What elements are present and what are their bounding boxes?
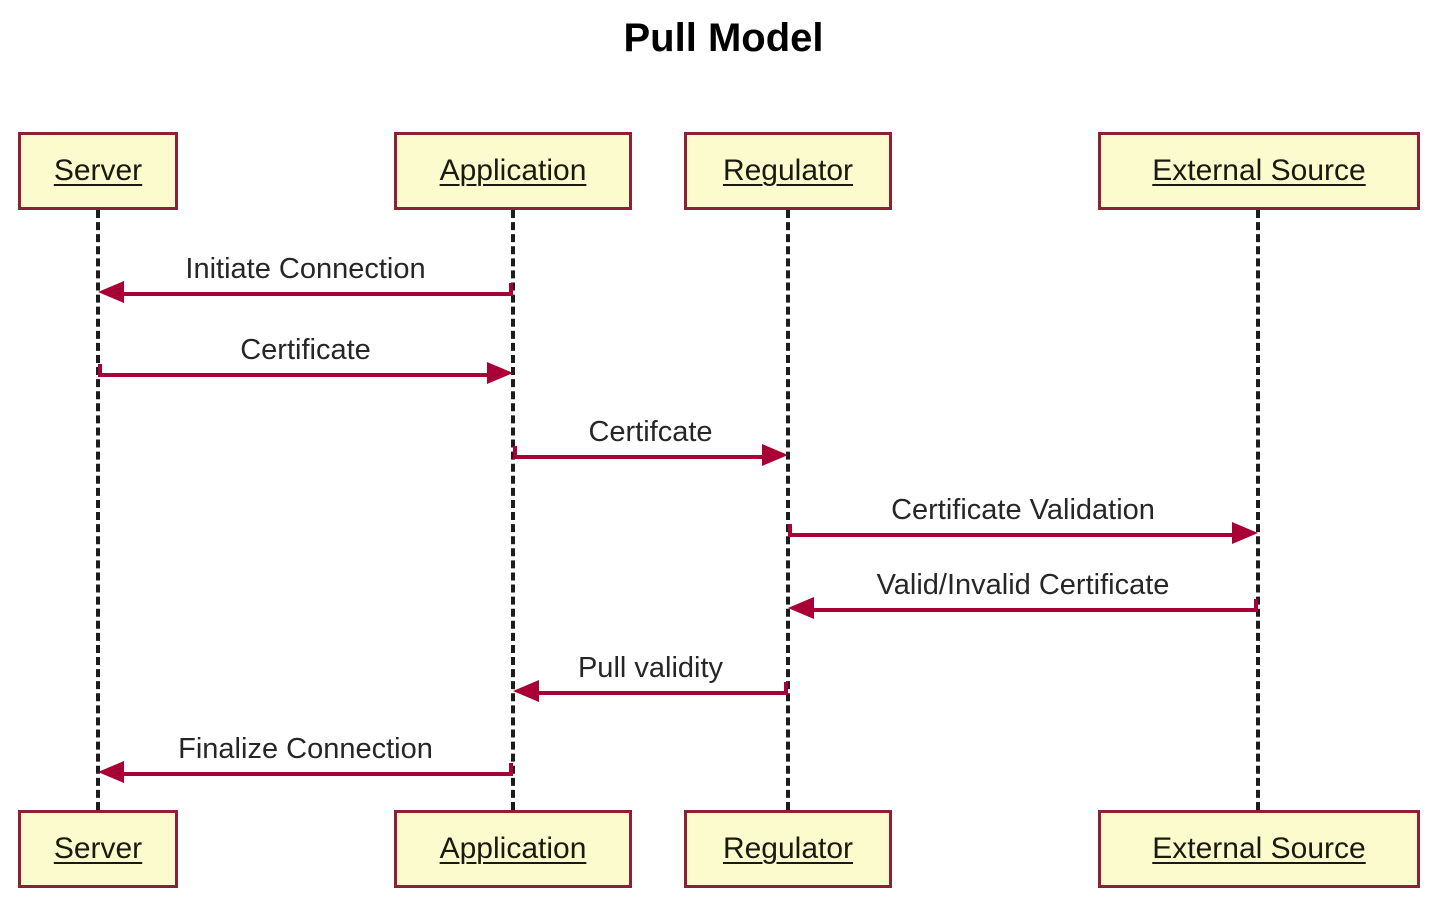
message-label-7: Finalize Connection [178,733,433,765]
message-origin-stub [509,763,513,774]
lifeline-regulator [786,210,790,810]
diagram-title: Pull Model [623,16,824,60]
lifeline-app [511,210,515,810]
participant-label-regulator-top: Regulator [722,154,854,187]
message-label-3: Certifcate [588,416,713,448]
participant-box-external-bottom[interactable]: External Source [1098,810,1420,888]
arrowhead-left [98,281,124,303]
participant-box-regulator-top[interactable]: Regulator [684,132,892,210]
message-origin-stub [788,524,792,535]
message-line [124,772,513,776]
arrowhead-right [762,444,788,466]
lifeline-server [96,210,100,810]
participant-label-external-top: External Source [1152,154,1366,187]
message-line [513,455,762,459]
participant-box-server-top[interactable]: Server [18,132,178,210]
participant-label-server-bottom: Server [53,832,143,865]
participant-label-regulator-bottom: Regulator [722,832,854,865]
message-label-2: Certificate [240,334,371,366]
arrowhead-right [1232,522,1258,544]
arrowhead-left [513,680,539,702]
message-line [788,533,1232,537]
message-label-6: Pull validity [577,652,724,684]
participant-box-regulator-bottom[interactable]: Regulator [684,810,892,888]
message-line [814,608,1258,612]
arrowhead-left [788,597,814,619]
participant-box-app-top[interactable]: Application [394,132,632,210]
participant-label-app-bottom: Application [439,832,587,865]
message-line [539,691,788,695]
message-label-4: Certificate Validation [891,494,1155,526]
message-label-1: Initiate Connection [185,253,426,285]
arrowhead-right [487,362,513,384]
message-origin-stub [784,682,788,693]
message-line [124,292,513,296]
participant-label-app-top: Application [439,154,587,187]
message-line [98,373,487,377]
message-origin-stub [1254,599,1258,610]
participant-label-external-bottom: External Source [1152,832,1366,865]
lifeline-external [1256,210,1260,810]
participant-box-app-bottom[interactable]: Application [394,810,632,888]
participant-box-server-bottom[interactable]: Server [18,810,178,888]
message-origin-stub [98,364,102,375]
participant-label-server-top: Server [53,154,143,187]
arrowhead-left [98,761,124,783]
participant-box-external-top[interactable]: External Source [1098,132,1420,210]
message-label-5: Valid/Invalid Certificate [876,569,1170,601]
message-origin-stub [513,446,517,457]
message-origin-stub [509,283,513,294]
